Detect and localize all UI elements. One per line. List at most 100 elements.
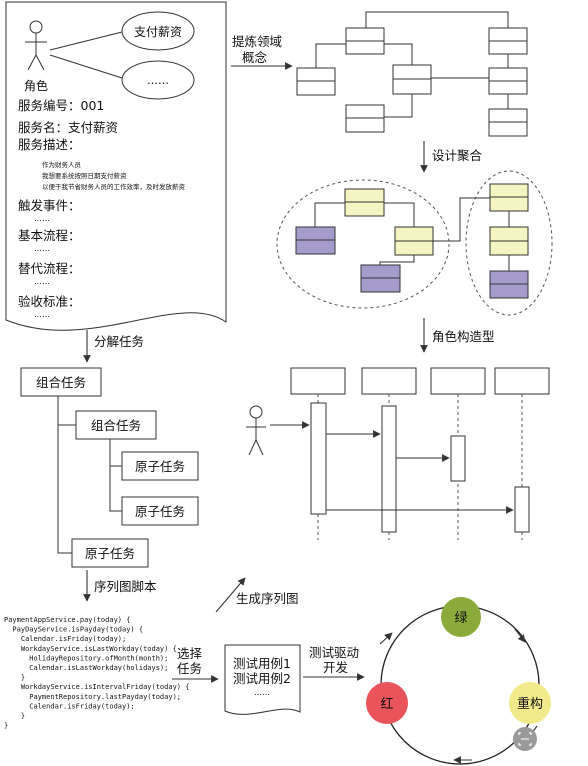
aggregate-box-4 (360, 264, 401, 293)
code-line: } (4, 674, 25, 682)
actor-icon (25, 20, 47, 71)
task-root (20, 367, 102, 397)
test-case-1: 测试用例1 (233, 656, 291, 671)
red-phase-label: 红 (380, 696, 393, 712)
concept-box-5 (488, 67, 528, 95)
activation-2 (381, 405, 397, 533)
actor-label: 角色 (24, 79, 48, 93)
activation-1 (310, 402, 327, 515)
actor-link-2 (49, 54, 123, 79)
refactor-phase (509, 682, 551, 724)
service-no: 服务编号：001 (18, 98, 104, 113)
code-line: Calendar.isLastWorkday(holidays); (4, 664, 168, 672)
role-modeling-label: 角色构造型 (432, 329, 495, 344)
aggregate-box-1 (344, 188, 385, 217)
seq-script-label: 序列图脚本 (94, 579, 157, 594)
seq-actor-icon (246, 405, 266, 456)
concept-box-4 (392, 64, 432, 95)
refine-label-2: 概念 (242, 50, 268, 65)
activation-3 (450, 435, 466, 482)
service-desc-line-1: 作为财务人员 (42, 160, 82, 169)
task-atomic-1 (121, 451, 199, 481)
code-line: WorkdayService.isIntervalFriday(today) { (4, 683, 189, 691)
green-phase-label: 绿 (454, 611, 467, 626)
activation-4 (514, 486, 530, 533)
lifeline-head-3 (430, 367, 486, 395)
task-root-label: 组合任务 (36, 375, 86, 390)
code-line: Calendar.isFriday(today); (4, 702, 135, 710)
green-phase (441, 597, 481, 637)
concept-box-2 (488, 27, 528, 55)
use-case-bubble-more (121, 60, 195, 100)
lifeline-head-1 (290, 367, 346, 395)
concept-box-6 (345, 104, 385, 133)
code-line: PaymentRepository.lastPayday(today); (4, 693, 181, 701)
lifeline-head-2 (361, 367, 417, 395)
use-case-bubble-more-label: …… (147, 74, 169, 87)
task-atomic-3 (71, 538, 149, 568)
scan-icon[interactable] (513, 727, 537, 751)
refine-label-1: 提炼领域 (232, 34, 282, 49)
concept-box-3 (296, 67, 336, 96)
red-phase (366, 682, 408, 724)
code-line: Calendar.isFriday(today); (4, 635, 126, 643)
refactor-phase-label: 重构 (517, 696, 543, 712)
acceptance-label: 验收标准： (18, 294, 81, 309)
task-atomic-1-label: 原子任务 (135, 459, 185, 474)
use-case-bubble-pay-label: 支付薪资 (134, 25, 182, 39)
use-case-bubble-pay (121, 11, 195, 51)
sequence-diagram (246, 367, 550, 540)
service-desc-line-3: 以便于我节省财务人员的工作效率，及时发放薪资 (42, 182, 186, 191)
acceptance-ellipsis: …… (34, 310, 50, 319)
service-desc-label: 服务描述： (18, 137, 81, 152)
code-line: HolidayRepository.ofMonth(month); (4, 654, 168, 662)
aggregate-box-6 (489, 226, 529, 256)
code-line: WorkdayService.isLastWorkday(today) { (4, 645, 177, 653)
code-line: } (4, 712, 25, 720)
task-atomic-3-label: 原子任务 (85, 546, 135, 561)
concept-box-7 (488, 108, 528, 137)
gen-seq-label: 生成序列图 (236, 591, 299, 606)
aggregate-box-2 (295, 226, 336, 255)
test-case-document: 测试用例1 测试用例2 …… (224, 644, 301, 715)
basic-flow-ellipsis: …… (34, 244, 50, 253)
tdd-cycle: 绿 重构 红 (366, 597, 551, 765)
task-atomic-2-label: 原子任务 (135, 504, 185, 519)
code-line: PaymentAppService.pay(today) { (4, 616, 130, 624)
task-composite (75, 410, 157, 440)
alt-flow-label: 替代流程： (18, 261, 81, 276)
test-case-2: 测试用例2 (233, 671, 291, 686)
use-case-card: 角色 支付薪资 …… 服务编号：001 服务名：支付薪资 服务描述： 作为财务人… (5, 1, 227, 331)
design-aggregate-label: 设计聚合 (432, 148, 483, 163)
actor-link-1 (49, 31, 123, 51)
service-name: 服务名：支付薪资 (18, 120, 118, 135)
trigger-label: 触发事件： (18, 198, 81, 213)
sequence-script-code: PaymentAppService.pay(today) { PayDaySer… (4, 616, 189, 730)
code-line: } (4, 722, 8, 730)
lifeline-head-4 (494, 367, 550, 395)
concept-box-1 (345, 27, 385, 55)
service-desc-line-2: 我想要系统按照日期支付薪资 (42, 171, 127, 180)
task-tree: 组合任务 组合任务 原子任务 原子任务 原子任务 (20, 367, 199, 568)
task-atomic-2 (121, 496, 199, 526)
aggregate-boundary-2 (465, 170, 553, 316)
choose-task-label-2: 任务 (177, 661, 202, 676)
aggregate-boundary-1 (276, 179, 450, 309)
domain-concept-model (296, 11, 528, 137)
choose-task-label-1: 选择 (177, 646, 203, 661)
aggregate-box-3 (394, 226, 434, 256)
task-composite-label: 组合任务 (91, 418, 141, 433)
code-line: PayDayService.isPayday(today) { (4, 626, 143, 634)
alt-flow-ellipsis: …… (34, 277, 50, 286)
aggregate-box-5 (489, 183, 529, 212)
decompose-label: 分解任务 (94, 334, 144, 349)
aggregate-box-7 (489, 270, 529, 299)
aggregate-model (276, 170, 553, 316)
test-case-more: …… (254, 688, 270, 697)
tdd-label-1: 测试驱动 (309, 645, 359, 660)
tdd-label-2: 开发 (323, 660, 349, 675)
basic-flow-label: 基本流程： (18, 228, 81, 243)
trigger-ellipsis: …… (34, 214, 50, 223)
gen-seq-arrow (215, 577, 246, 613)
